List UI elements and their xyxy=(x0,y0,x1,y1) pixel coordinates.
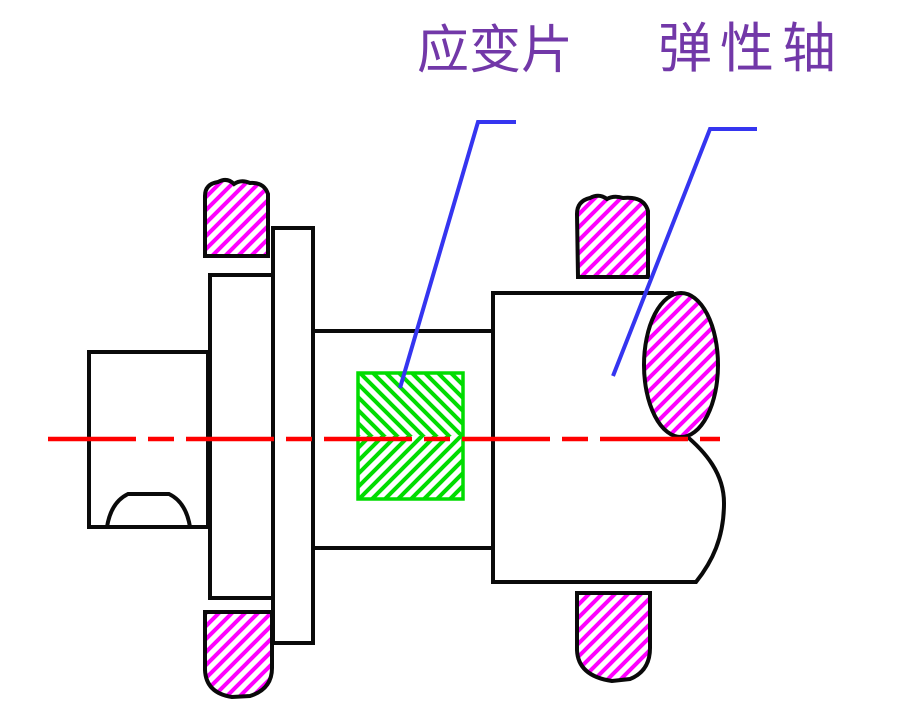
bearing-bottom-left xyxy=(203,610,274,699)
bearing-bottom-right xyxy=(575,591,652,683)
bearing-top-left xyxy=(203,177,270,258)
leader-lines xyxy=(398,120,757,389)
leader-strain-gauge xyxy=(398,120,516,389)
label-strain-gauge: 应变片 xyxy=(417,23,574,80)
bearing-ellipse-right xyxy=(642,291,720,439)
hub-plate xyxy=(271,226,315,645)
strain-gauge-hatch-bottom xyxy=(358,436,463,499)
shaft-key xyxy=(104,492,193,529)
label-elastic-shaft: 弹性轴 xyxy=(658,19,844,79)
leader-elastic-shaft xyxy=(611,127,757,377)
flange-plate xyxy=(208,273,275,600)
strain-gauge-element xyxy=(356,371,465,501)
bearing-top-right xyxy=(575,193,650,279)
strain-gauge-border xyxy=(356,371,465,501)
strain-gauge-hatch-top xyxy=(358,373,463,436)
